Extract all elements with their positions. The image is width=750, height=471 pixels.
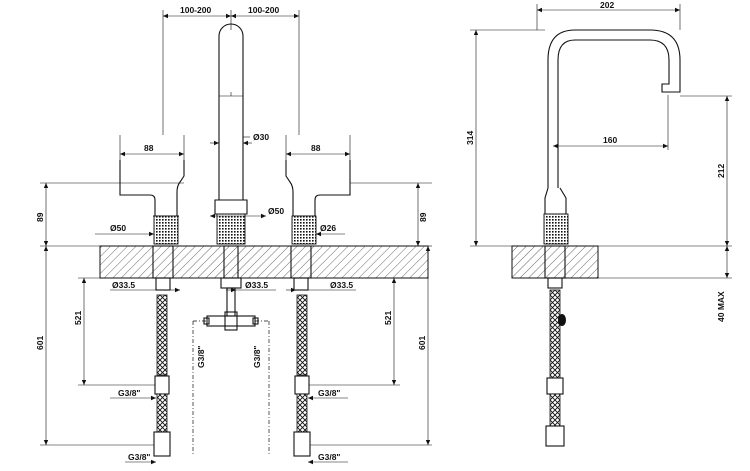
braided-hose-icon	[549, 289, 561, 379]
left-supply: Ø33.5 G3/8" G3/8"	[110, 245, 180, 465]
hose-length-left-label: 521	[73, 311, 83, 325]
spacing-right-label: 100-200	[248, 5, 279, 15]
side-view: 202 314 160 212 40 MAX	[465, 0, 732, 447]
overall-left-label: 601	[35, 336, 45, 350]
braided-hose-icon	[156, 294, 168, 376]
base-diameter-right-label: Ø26	[320, 223, 336, 233]
height-label: 314	[465, 131, 475, 145]
thread-vertical-left-label: G3/8"	[196, 346, 206, 368]
handle-width-left-label: 88	[144, 143, 154, 153]
right-supply: Ø33.5 G3/8" G3/8"	[286, 245, 356, 465]
right-handle: 88 Ø26	[285, 135, 351, 245]
shank-diameter-left-label: Ø33.5	[112, 280, 135, 290]
front-view: 100-200 100-200 Ø30 Ø50 88	[35, 5, 432, 465]
height-left-label: 89	[35, 212, 45, 222]
overall-right-label: 601	[417, 336, 427, 350]
thread-vertical-right-label: G3/8"	[252, 346, 262, 368]
braided-hose-icon	[296, 294, 308, 376]
knurled-base-icon	[216, 213, 246, 245]
base-diameter-left-label: Ø50	[110, 223, 126, 233]
thread-right-mid-label: G3/8"	[318, 388, 340, 398]
left-handle: 88 Ø50	[95, 135, 185, 245]
knurled-base-icon	[543, 213, 569, 245]
center-spout: Ø30 Ø50	[210, 23, 284, 245]
spacing-left-label: 100-200	[180, 5, 211, 15]
spout-diameter-label: Ø30	[253, 132, 269, 142]
braided-hose-icon	[296, 393, 308, 433]
base-diameter-center-label: Ø50	[268, 206, 284, 216]
deck-slab-side	[511, 245, 599, 279]
knurled-base-icon	[153, 215, 179, 245]
reach-label: 202	[600, 0, 614, 10]
knurled-base-icon	[291, 215, 317, 245]
height-right-label: 89	[418, 212, 428, 222]
center-supply: Ø33.5 G3/8" G3/8"	[192, 245, 276, 456]
thread-left-bottom-label: G3/8"	[128, 452, 150, 462]
length-dimensions: 521 601 521 601	[35, 246, 432, 446]
handle-width-right-label: 88	[311, 143, 321, 153]
shank-diameter-center-label: Ø33.5	[245, 280, 268, 290]
spacing-dimension: 100-200 100-200	[162, 5, 300, 135]
side-spout	[547, 29, 681, 188]
deck-max-label: 40 MAX	[716, 291, 726, 322]
braided-hose-icon	[549, 393, 561, 427]
shank-diameter-right-label: Ø33.5	[330, 280, 353, 290]
thread-right-bottom-label: G3/8"	[318, 452, 340, 462]
deck-slab-front	[99, 245, 429, 279]
spout-height-label: 212	[716, 164, 726, 178]
thread-left-mid-label: G3/8"	[118, 388, 140, 398]
braided-hose-icon	[156, 393, 168, 433]
hose-length-right-label: 521	[383, 311, 393, 325]
inner-reach-label: 160	[603, 135, 617, 145]
